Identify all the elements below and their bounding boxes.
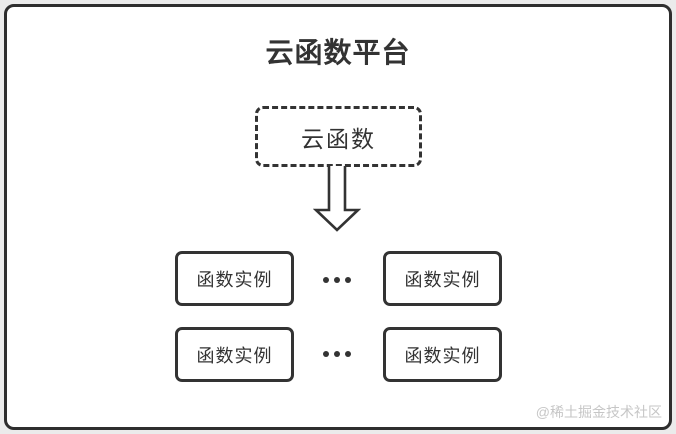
cloud-function-node: 云函数 <box>255 106 422 167</box>
down-arrow-icon <box>313 166 361 232</box>
function-instance-node: 函数实例 <box>175 327 294 382</box>
ellipsis-dots <box>323 351 351 357</box>
dot-icon <box>345 277 351 283</box>
function-instance-label: 函数实例 <box>404 345 481 366</box>
dot-icon <box>323 351 329 357</box>
diagram-title: 云函数平台 <box>265 37 411 68</box>
dot-icon <box>323 277 329 283</box>
function-instance-label: 函数实例 <box>196 345 273 366</box>
dot-icon <box>334 351 340 357</box>
dot-icon <box>345 351 351 357</box>
function-instance-label: 函数实例 <box>404 269 481 290</box>
watermark-text: @稀土掘金技术社区 <box>535 404 662 420</box>
ellipsis-dots <box>323 277 351 283</box>
cloud-function-label: 云函数 <box>301 125 376 152</box>
function-instance-node: 函数实例 <box>175 251 294 306</box>
function-instance-label: 函数实例 <box>196 269 273 290</box>
function-instance-node: 函数实例 <box>383 327 502 382</box>
dot-icon <box>334 277 340 283</box>
function-instance-node: 函数实例 <box>383 251 502 306</box>
